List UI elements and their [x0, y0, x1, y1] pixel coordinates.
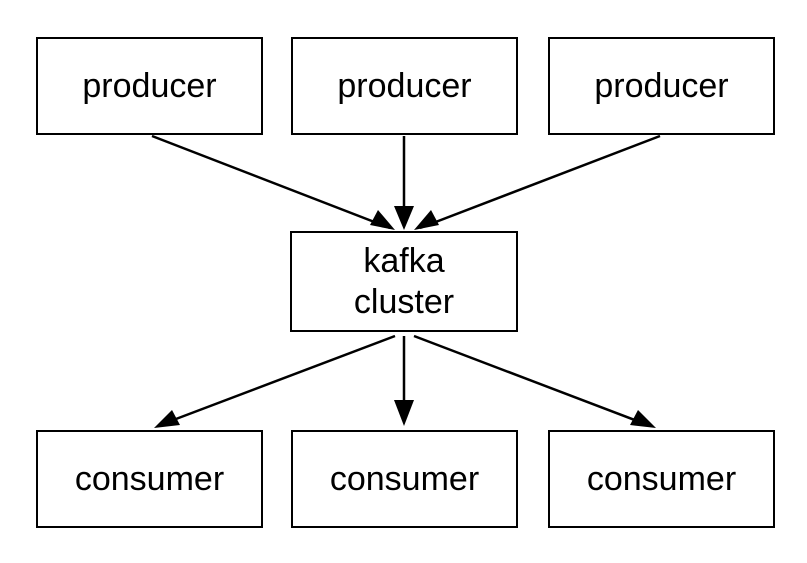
arrowhead-producer-3 — [414, 210, 439, 230]
arrowhead-consumer-2 — [394, 400, 414, 426]
producer-node-3: producer — [548, 37, 775, 135]
edge-producer-1-to-cluster — [151, 134, 391, 230]
arrowhead-consumer-3 — [630, 410, 656, 428]
kafka-cluster-node: kafka cluster — [290, 231, 518, 332]
arrowhead-consumer-1 — [154, 410, 180, 428]
producer-node-2: producer — [291, 37, 518, 135]
edge-cluster-to-consumer-1 — [167, 334, 396, 424]
consumer-node-1: consumer — [36, 430, 263, 528]
consumer-node-2: consumer — [291, 430, 518, 528]
arrowhead-producer-2 — [394, 206, 414, 230]
consumer-node-3: consumer — [548, 430, 775, 528]
edge-producer-3-to-cluster — [419, 134, 661, 230]
producer-node-1: producer — [36, 37, 263, 135]
arrowhead-producer-1 — [370, 210, 395, 230]
edge-cluster-to-consumer-3 — [413, 334, 641, 424]
